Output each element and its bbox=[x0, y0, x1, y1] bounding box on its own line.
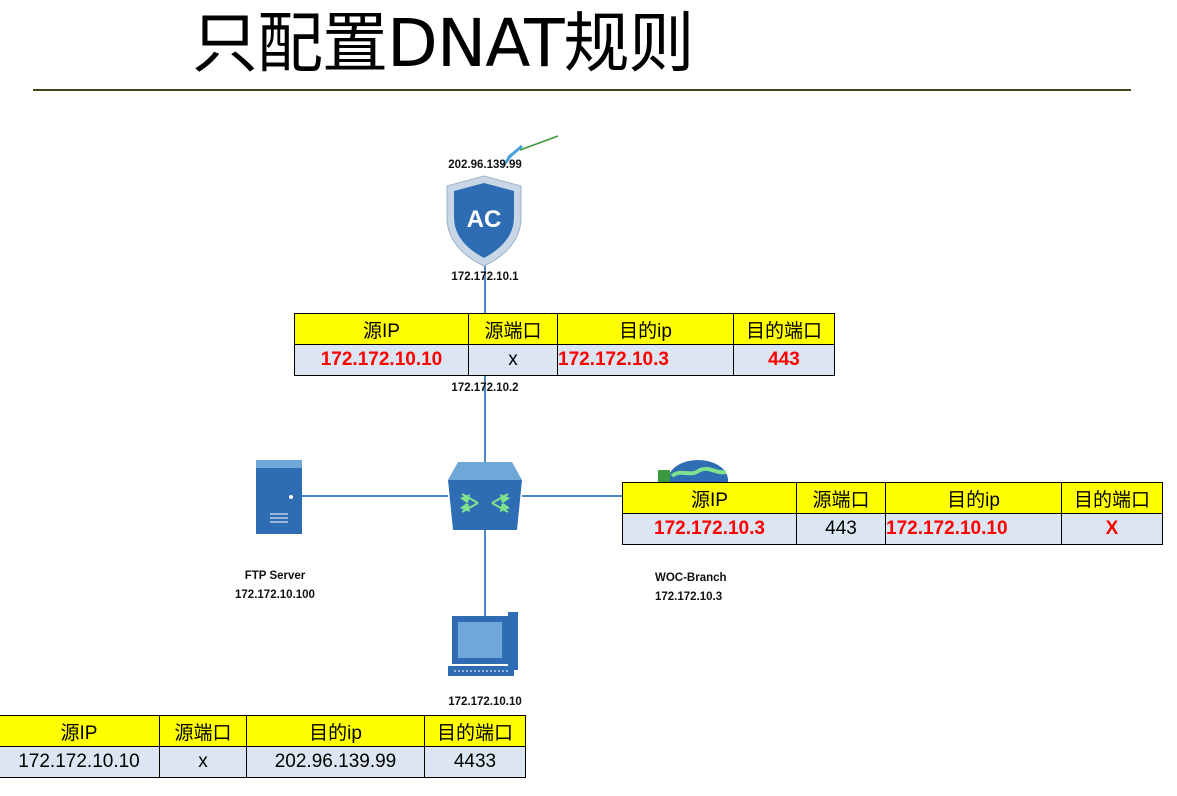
woc-ip-label: 172.172.10.3 bbox=[655, 591, 723, 603]
page-title: 只配置DNAT规则 bbox=[192, 5, 695, 82]
header-dst-ip: 目的ip bbox=[885, 482, 1062, 514]
header-dst-ip: 目的ip bbox=[557, 313, 734, 345]
header-dst-port: 目的端口 bbox=[733, 313, 835, 345]
header-src-ip: 源IP bbox=[622, 482, 797, 514]
switch-ip-label: 172.172.10.2 bbox=[451, 382, 519, 394]
cell-src-port: 443 bbox=[796, 513, 886, 545]
header-dst-port: 目的端口 bbox=[424, 715, 526, 747]
title-divider bbox=[33, 89, 1131, 91]
header-src-ip: 源IP bbox=[0, 715, 160, 747]
cell-dst-ip: 172.172.10.3 bbox=[557, 344, 734, 376]
cell-dst-ip: 172.172.10.10 bbox=[885, 513, 1062, 545]
header-src-port: 源端口 bbox=[468, 313, 558, 345]
cell-dst-port: X bbox=[1061, 513, 1163, 545]
cell-src-port: x bbox=[468, 344, 558, 376]
header-src-port: 源端口 bbox=[796, 482, 886, 514]
cell-src-port: x bbox=[159, 746, 247, 778]
rule-table-right: 源IP 源端口 目的ip 目的端口 172.172.10.3 443 172.1… bbox=[622, 482, 1163, 545]
rule-table-top: 源IP 源端口 目的ip 目的端口 172.172.10.10 x 172.17… bbox=[294, 313, 835, 376]
woc-name-label: WOC-Branch bbox=[655, 572, 727, 584]
ac-badge: AC bbox=[467, 206, 502, 233]
rule-table-bottom: 源IP 源端口 目的ip 目的端口 172.172.10.10 x 202.96… bbox=[0, 715, 526, 778]
ac-lan-ip-label: 172.172.10.1 bbox=[451, 271, 519, 283]
cell-src-ip: 172.172.10.10 bbox=[294, 344, 469, 376]
cell-dst-ip: 202.96.139.99 bbox=[246, 746, 425, 778]
header-dst-ip: 目的ip bbox=[246, 715, 425, 747]
header-src-ip: 源IP bbox=[294, 313, 469, 345]
ac-shield-icon: AC bbox=[446, 175, 522, 267]
ftp-name-label: FTP Server bbox=[244, 570, 306, 582]
ftp-ip-label: 172.172.10.100 bbox=[235, 589, 315, 601]
server-icon bbox=[256, 460, 302, 534]
cell-src-ip: 172.172.10.10 bbox=[0, 746, 160, 778]
cell-dst-port: 4433 bbox=[424, 746, 526, 778]
computer-icon bbox=[448, 612, 518, 676]
header-dst-port: 目的端口 bbox=[1061, 482, 1163, 514]
cell-dst-port: 443 bbox=[733, 344, 835, 376]
wan-link-icon bbox=[501, 135, 559, 167]
pc-ip-label: 172.172.10.10 bbox=[448, 696, 522, 708]
cell-src-ip: 172.172.10.3 bbox=[622, 513, 797, 545]
ac-wan-ip-label: 202.96.139.99 bbox=[448, 159, 522, 171]
header-src-port: 源端口 bbox=[159, 715, 247, 747]
switch-icon bbox=[448, 462, 522, 530]
